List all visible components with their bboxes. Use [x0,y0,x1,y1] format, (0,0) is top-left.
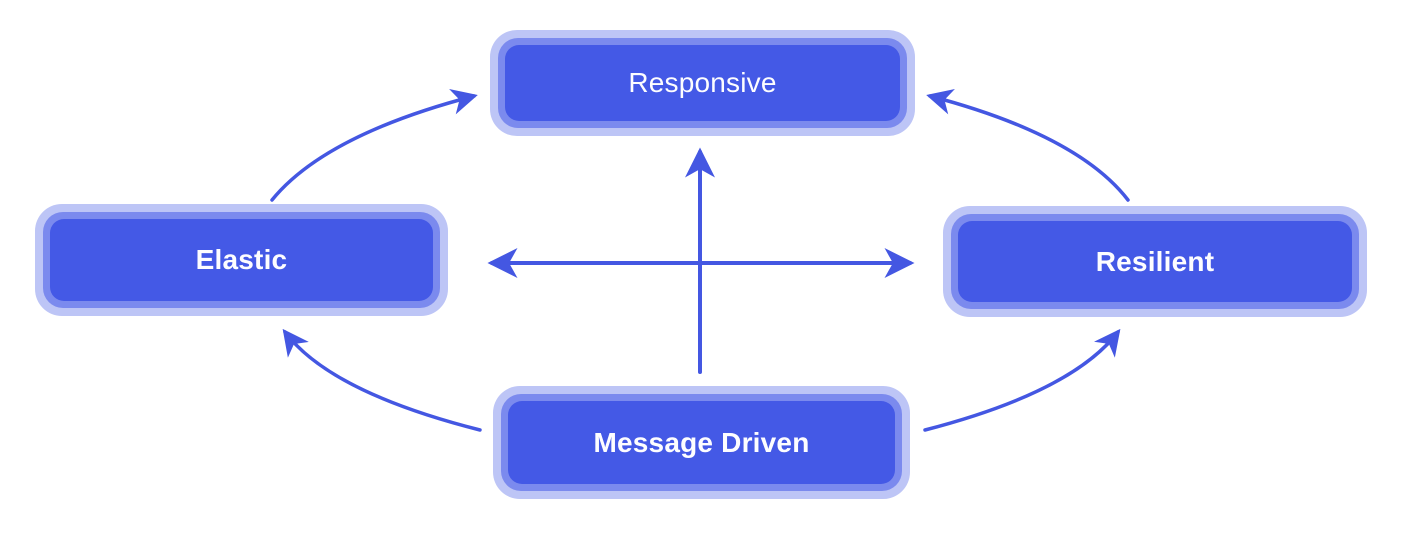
node-elastic-label: Elastic [195,244,288,275]
node-resilient-label: Resilient [1095,245,1215,277]
arrow-message-driven-to-elastic [282,328,482,432]
node-message-driven-ring: Message Driven [501,394,902,491]
node-elastic-fill: Elastic [50,219,433,301]
node-elastic-ring: Elastic [43,212,440,308]
arrow-resilient-to-responsive [926,88,1130,202]
node-resilient: Resilient [943,206,1367,317]
node-responsive-ring: Responsive [498,38,907,128]
node-message-driven: Message Driven [493,386,910,499]
node-responsive-fill: Responsive [505,45,900,121]
node-message-driven-label: Message Driven [593,426,810,458]
node-responsive-label: Responsive [628,67,777,98]
arrow-message-driven-to-resilient [923,328,1121,432]
node-elastic: Elastic [35,204,448,316]
node-resilient-fill: Resilient [958,221,1352,302]
node-resilient-ring: Resilient [951,214,1359,309]
node-message-driven-fill: Message Driven [508,401,895,484]
arrow-elastic-to-responsive [270,88,478,202]
node-responsive: Responsive [490,30,915,136]
